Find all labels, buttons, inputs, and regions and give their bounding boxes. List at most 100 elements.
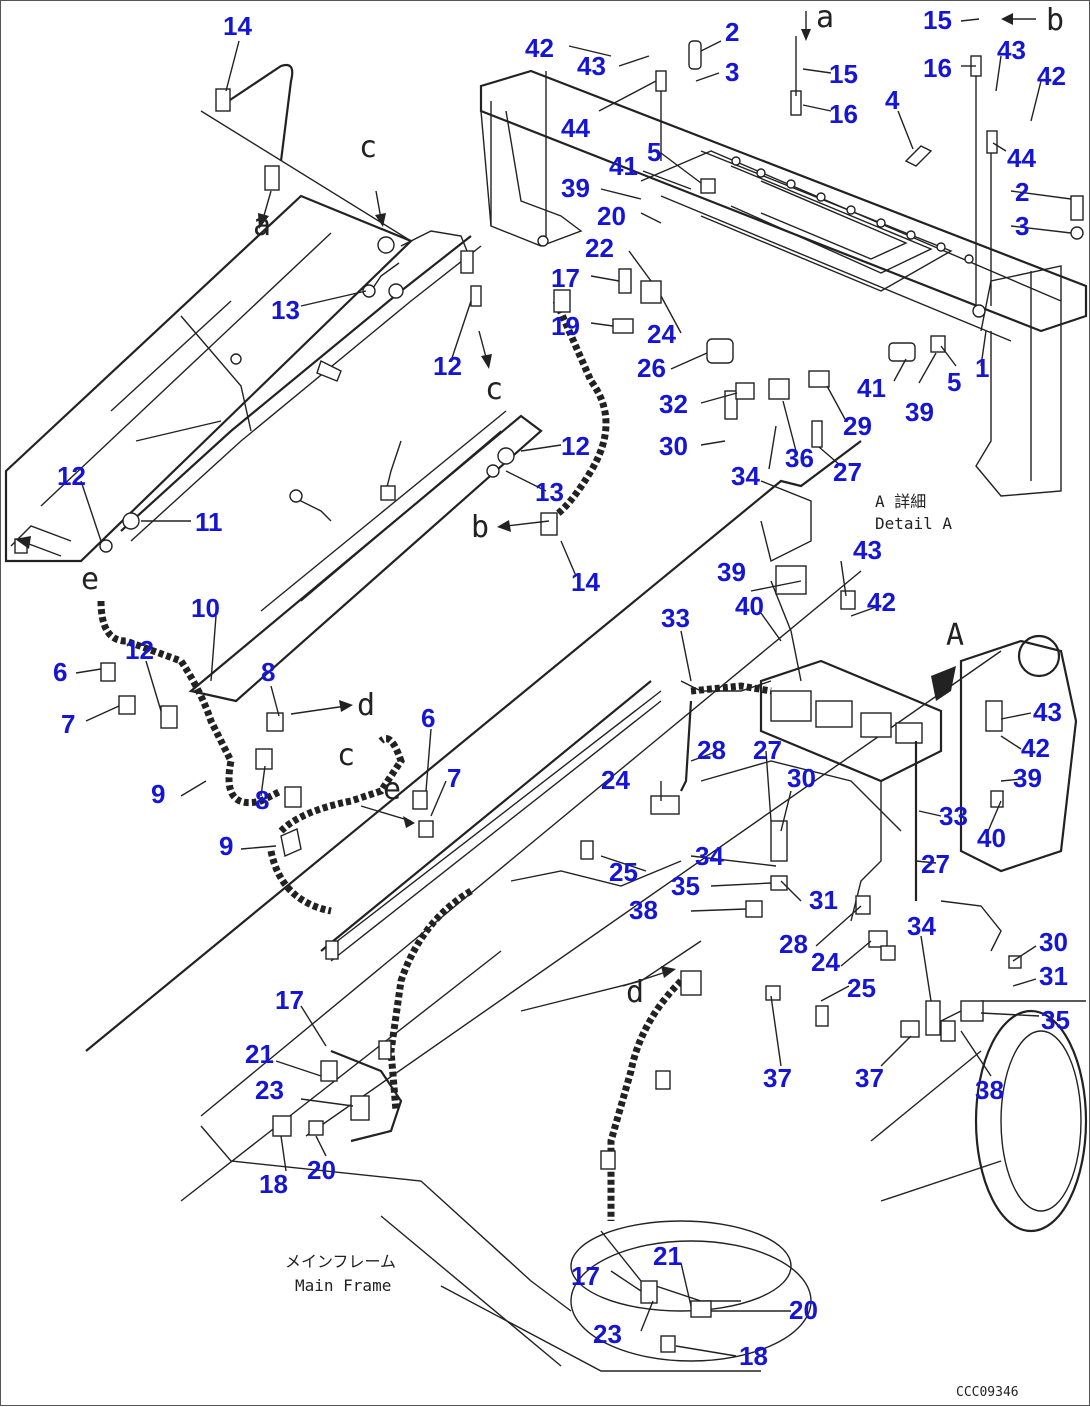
callout-35: 35: [1041, 1005, 1070, 1035]
callout-43: 43: [577, 51, 606, 81]
callout-42: 42: [1037, 61, 1066, 91]
callout-19: 19: [551, 311, 580, 341]
frame-label-jp: メインフレーム: [285, 1252, 397, 1271]
callout-8: 8: [261, 657, 276, 687]
view-letter-a-top: a: [816, 0, 835, 35]
callout-39: 39: [561, 173, 590, 203]
view-letter-e: e: [81, 562, 100, 597]
callout-33: 33: [939, 801, 968, 831]
callout-12: 12: [561, 431, 590, 461]
detail-label-jp: A 詳細: [875, 492, 927, 511]
callout-37: 37: [763, 1063, 792, 1093]
callout-10: 10: [191, 593, 220, 623]
boom-drawing: [4, 63, 610, 915]
callout-27: 27: [753, 735, 782, 765]
callout-42: 42: [525, 33, 554, 63]
view-letter-b: b: [471, 510, 490, 545]
callout-2: 2: [725, 17, 740, 47]
drawing-code: CCC09346: [956, 1385, 1019, 1400]
callout-39: 39: [905, 397, 934, 427]
frame-label-en: Main Frame: [295, 1276, 392, 1295]
callout-42: 42: [867, 587, 896, 617]
callout-23: 23: [255, 1075, 284, 1105]
view-letter-A: A: [946, 618, 965, 653]
callout-34: 34: [907, 911, 936, 941]
callout-41: 41: [857, 373, 886, 403]
callout-4: 4: [885, 85, 900, 115]
callout-9: 9: [151, 779, 166, 809]
callout-22: 22: [585, 233, 614, 263]
callout-31: 31: [1039, 961, 1068, 991]
callout-44: 44: [1007, 143, 1036, 173]
callout-42: 42: [1021, 733, 1050, 763]
view-letter-c-3: c: [337, 738, 356, 773]
callout-27: 27: [921, 849, 950, 879]
callout-23: 23: [593, 1319, 622, 1349]
callout-43: 43: [1033, 697, 1062, 727]
callout-38: 38: [629, 895, 658, 925]
callout-39: 39: [1013, 763, 1042, 793]
callout-39: 39: [717, 557, 746, 587]
callout-34: 34: [731, 461, 760, 491]
callout-40: 40: [977, 823, 1006, 853]
callout-24: 24: [647, 319, 676, 349]
callout-24: 24: [811, 947, 840, 977]
view-letter-c-2: c: [485, 372, 504, 407]
callout-36: 36: [785, 443, 814, 473]
callout-14: 14: [571, 567, 600, 597]
valve-bracket-drawing: [479, 36, 1088, 497]
callout-25: 25: [609, 857, 638, 887]
callout-38: 38: [975, 1075, 1004, 1105]
callout-18: 18: [739, 1341, 768, 1371]
callout-5: 5: [947, 367, 962, 397]
callout-12: 12: [433, 351, 462, 381]
callout-21: 21: [653, 1241, 682, 1271]
callout-29: 29: [843, 411, 872, 441]
callout-40: 40: [735, 591, 764, 621]
view-letter-c: c: [359, 130, 378, 165]
callout-3: 3: [1015, 211, 1030, 241]
callout-26: 26: [637, 353, 666, 383]
callout-31: 31: [809, 885, 838, 915]
view-letter-b-top: b: [1046, 3, 1065, 38]
callout-33: 33: [661, 603, 690, 633]
callout-15: 15: [923, 5, 952, 35]
callout-43: 43: [853, 535, 882, 565]
callout-8: 8: [255, 785, 270, 815]
callout-37: 37: [855, 1063, 884, 1093]
callout-20: 20: [307, 1155, 336, 1185]
callout-27: 27: [833, 457, 862, 487]
callout-34: 34: [695, 841, 724, 871]
callout-25: 25: [847, 973, 876, 1003]
callout-35: 35: [671, 871, 700, 901]
callout-15: 15: [829, 59, 858, 89]
callout-28: 28: [697, 735, 726, 765]
callout-2: 2: [1015, 177, 1030, 207]
callout-12: 12: [125, 635, 154, 665]
callout-1: 1: [975, 353, 990, 383]
callout-5: 5: [647, 137, 662, 167]
callout-43: 43: [997, 35, 1026, 65]
leader-lines: [75, 18, 1072, 1357]
callout-21: 21: [245, 1039, 274, 1069]
view-letter-e-2: e: [383, 772, 402, 807]
callout-6: 6: [53, 657, 68, 687]
callout-24: 24: [601, 765, 630, 795]
callout-28: 28: [779, 929, 808, 959]
callout-12: 12: [57, 461, 86, 491]
callout-41: 41: [609, 151, 638, 181]
callout-30: 30: [1039, 927, 1068, 957]
callout-14: 14: [223, 11, 252, 41]
callout-30: 30: [787, 763, 816, 793]
callout-6: 6: [421, 703, 436, 733]
direction-arrows: [15, 11, 1036, 987]
detail-label-en: Detail A: [875, 514, 953, 533]
callout-18: 18: [259, 1169, 288, 1199]
main-frame-drawing: [85, 440, 1088, 1372]
callout-20: 20: [789, 1295, 818, 1325]
view-letter-d: d: [357, 688, 376, 723]
callout-7: 7: [447, 763, 462, 793]
view-letter-d-2: d: [626, 975, 645, 1010]
